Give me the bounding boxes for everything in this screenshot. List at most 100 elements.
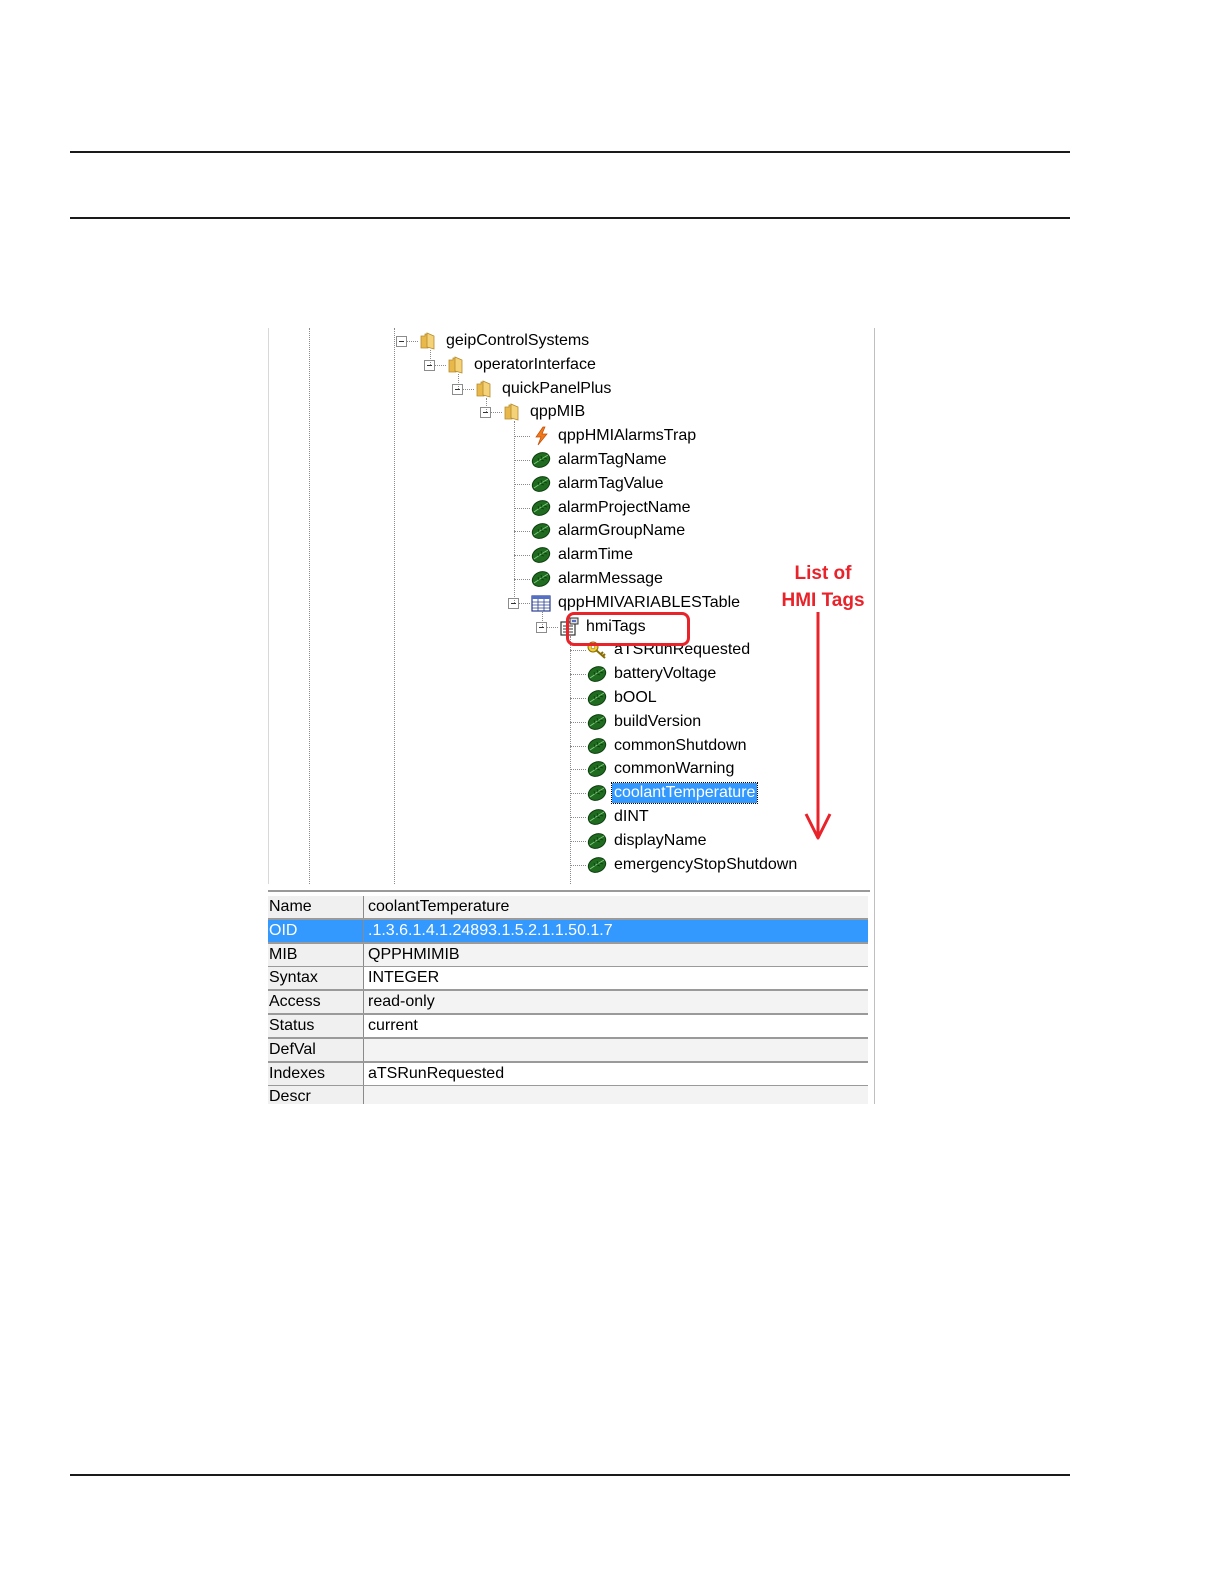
tree-guide: [458, 373, 459, 389]
leaf-icon: [586, 712, 608, 732]
table-icon: [530, 593, 552, 613]
tree-guide: [514, 555, 530, 557]
tree-node[interactable]: alarmTagValue: [530, 473, 666, 495]
tree-node[interactable]: qppHMIVARIABLESTable: [530, 592, 742, 614]
tree-node[interactable]: alarmMessage: [530, 568, 665, 590]
tree-node-label: qppMIB: [530, 403, 586, 421]
tree-node-label: operatorInterface: [474, 355, 596, 373]
tree-node-label: coolantTemperature: [610, 782, 759, 805]
property-key: OID: [268, 919, 364, 942]
leaf-icon: [586, 759, 608, 779]
tree-guide: [570, 840, 586, 842]
collapse-toggle-icon[interactable]: [508, 597, 519, 609]
tree-node[interactable]: quickPanelPlus: [474, 378, 613, 400]
leaf-icon: [586, 688, 608, 708]
tree-guide: [542, 626, 558, 628]
tree-node[interactable]: buildVersion: [586, 711, 703, 733]
leaf-icon: [586, 736, 608, 756]
property-row[interactable]: OID.1.3.6.1.4.1.24893.1.5.2.1.1.50.1.7: [268, 919, 868, 944]
tree-node[interactable]: coolantTemperature: [586, 782, 759, 805]
tree-guide: [570, 635, 571, 884]
property-key: Name: [268, 896, 364, 918]
property-key: DefVal: [268, 1038, 364, 1061]
tree-node-label: commonShutdown: [614, 736, 747, 754]
tree-node-label: geipControlSystems: [446, 332, 590, 349]
tree-node[interactable]: emergencyStopShutdown: [586, 854, 799, 876]
leaf-icon: [586, 664, 608, 684]
leaf-icon: [530, 569, 552, 589]
property-key: Descr: [268, 1086, 364, 1104]
tree-guide: [486, 397, 487, 413]
tree-guide: [458, 388, 474, 390]
tree-guide: [514, 421, 515, 603]
tree-guide: [486, 412, 502, 414]
tree-node-label: dINT: [614, 808, 649, 825]
tree-node[interactable]: qppHMIAlarmsTrap: [530, 425, 698, 447]
property-key: MIB: [268, 943, 364, 966]
tree-node[interactable]: geipControlSystems: [418, 330, 591, 352]
tree-guide: [514, 602, 530, 604]
property-row[interactable]: Descr: [268, 1086, 868, 1104]
annotation-line-2: HMI Tags: [781, 590, 865, 611]
tree-node-label: buildVersion: [614, 712, 702, 730]
header-rule-bottom: [70, 217, 1070, 219]
tree-guide: [570, 721, 586, 723]
tree-node[interactable]: alarmTagName: [530, 449, 668, 471]
leaf-icon: [530, 521, 552, 541]
tree-guide: [309, 328, 310, 884]
property-key: Syntax: [268, 967, 364, 990]
collapse-toggle-icon[interactable]: [480, 407, 491, 419]
property-key: Status: [268, 1015, 364, 1037]
collapse-toggle-icon[interactable]: [536, 621, 547, 633]
folder-icon: [418, 331, 440, 351]
collapse-toggle-icon[interactable]: [424, 359, 435, 371]
annotation-label: List of HMI Tags: [768, 560, 875, 614]
tree-node-label: bOOL: [614, 689, 657, 706]
tree-node[interactable]: alarmProjectName: [530, 497, 692, 519]
leaf-icon: [586, 807, 608, 827]
tree-guide: [570, 745, 586, 747]
tree-node[interactable]: alarmTime: [530, 544, 635, 566]
tree-node-label: alarmTagValue: [558, 474, 664, 492]
tree-node[interactable]: dINT: [586, 806, 651, 828]
folder-icon: [502, 402, 524, 422]
tree-node[interactable]: batteryVoltage: [586, 663, 718, 685]
leaf-icon: [586, 855, 608, 875]
tree-guide: [570, 769, 586, 771]
property-value: current: [364, 1015, 868, 1037]
tree-guide: [430, 364, 446, 366]
mib-browser-screenshot: geipControlSystems operatorInterface quick…: [268, 328, 875, 1104]
tree-guide: [542, 611, 543, 627]
property-value: .1.3.6.1.4.1.24893.1.5.2.1.1.50.1.7: [364, 919, 868, 942]
collapse-toggle-icon[interactable]: [452, 383, 463, 395]
tree-node[interactable]: bOOL: [586, 687, 659, 709]
collapse-toggle-icon[interactable]: [396, 336, 407, 347]
property-key: Access: [268, 991, 364, 1014]
mib-tree-pane[interactable]: geipControlSystems operatorInterface quick…: [268, 328, 875, 884]
folder-icon: [446, 355, 468, 375]
tree-node[interactable]: qppMIB: [502, 401, 587, 423]
tree-node[interactable]: commonShutdown: [586, 735, 749, 757]
leaf-icon: [530, 498, 552, 518]
property-row[interactable]: DefVal: [268, 1038, 868, 1063]
tree-node[interactable]: operatorInterface: [446, 354, 598, 376]
folder-icon: [474, 379, 496, 399]
tree-node[interactable]: commonWarning: [586, 758, 736, 780]
tree-node[interactable]: alarmGroupName: [530, 520, 687, 542]
tree-node[interactable]: displayName: [586, 830, 708, 852]
tree-guide: [514, 460, 530, 461]
tree-node-label: commonWarning: [614, 760, 735, 778]
tree-node-label: emergencyStopShutdown: [614, 855, 798, 873]
tree-node-label: alarmTime: [558, 546, 633, 564]
tree-node-label: batteryVoltage: [614, 665, 717, 683]
tree-guide: [514, 531, 530, 533]
tree-guide: [514, 436, 530, 438]
footer-rule: [70, 1474, 1070, 1476]
